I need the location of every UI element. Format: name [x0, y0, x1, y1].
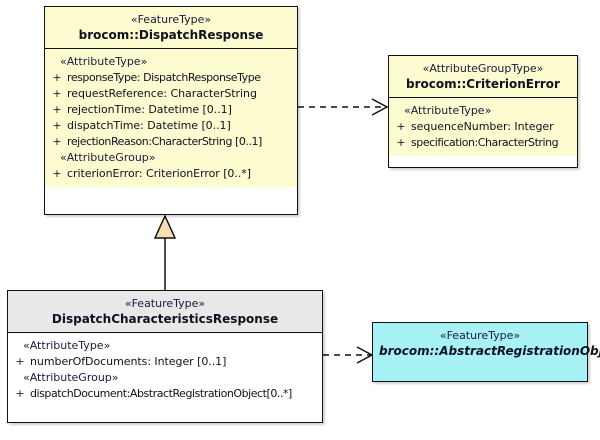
attribute-row[interactable]: + requestReference: CharacterString	[47, 86, 295, 102]
class-box-dispatch-response[interactable]: «FeatureType» brocom::DispatchResponse «…	[44, 6, 298, 215]
attribute-label: numberOfDocuments: Integer [0..1]	[30, 355, 227, 368]
compartment-group-label: «AttributeType»	[404, 104, 492, 117]
attribute-label: rejectionReason:CharacterString [0..1]	[67, 135, 262, 148]
attribute-visibility: +	[52, 103, 62, 116]
attribute-visibility: +	[396, 136, 406, 149]
class-stereotype: «FeatureType»	[439, 329, 521, 342]
class-box-dispatch-characteristics-response[interactable]: «FeatureType» DispatchCharacteristicsRes…	[7, 290, 323, 423]
open-arrowhead	[371, 98, 389, 116]
attribute-label: criterionError: CriterionError [0..*]	[67, 167, 251, 180]
attribute-visibility: +	[52, 135, 62, 148]
attribute-visibility: +	[15, 355, 25, 368]
class-name: brocom::AbstractRegistrationObject	[379, 344, 600, 358]
attribute-row[interactable]: + rejectionTime: Datetime [0..1]	[47, 102, 295, 118]
compartment-group-label: «AttributeType»	[23, 339, 111, 352]
attribute-row[interactable]: + sequenceNumber: Integer	[391, 119, 575, 135]
attribute-visibility: +	[52, 87, 62, 100]
class-box-abstract-registration-object[interactable]: «FeatureType» brocom::AbstractRegistrati…	[372, 322, 600, 382]
attribute-label: rejectionTime: Datetime [0..1]	[67, 103, 232, 116]
attribute-row[interactable]: + specification:CharacterString	[391, 135, 575, 151]
dependency-dispatchresponse-to-criterionerror[interactable]	[298, 98, 389, 116]
attribute-visibility: +	[52, 71, 62, 84]
class-header: «FeatureType» brocom::DispatchResponse	[45, 7, 297, 49]
class-stereotype: «AttributeGroupType»	[422, 62, 544, 75]
class-box-criterion-error[interactable]: «AttributeGroupType» brocom::CriterionEr…	[388, 55, 578, 168]
class-body: «AttributeType» + sequenceNumber: Intege…	[389, 98, 577, 156]
attribute-visibility: +	[15, 387, 25, 400]
attribute-row[interactable]: + dispatchTime: Datetime [0..1]	[47, 118, 295, 134]
attribute-label: sequenceNumber: Integer	[411, 120, 554, 133]
compartment-group-label: «AttributeGroup»	[23, 371, 119, 384]
class-stereotype: «FeatureType»	[124, 297, 206, 310]
attribute-label: dispatchTime: Datetime [0..1]	[67, 119, 231, 132]
compartment-group-label: «AttributeGroup»	[60, 151, 156, 164]
attribute-label: requestReference: CharacterString	[67, 87, 257, 100]
class-name: DispatchCharacteristicsResponse	[51, 312, 279, 326]
attribute-visibility: +	[396, 120, 406, 133]
attribute-row[interactable]: + numberOfDocuments: Integer [0..1]	[10, 354, 320, 370]
attribute-row[interactable]: + responseType: DispatchResponseType	[47, 70, 295, 86]
class-header: «AttributeGroupType» brocom::CriterionEr…	[389, 56, 577, 98]
open-arrowhead	[356, 346, 374, 364]
generalization-dispatchcharacteristicsresponse-to-dispatchresponse[interactable]	[153, 214, 177, 290]
attribute-visibility: +	[52, 119, 62, 132]
attribute-label: responseType: DispatchResponseType	[67, 71, 261, 84]
attribute-row[interactable]: + dispatchDocument:AbstractRegistrationO…	[10, 386, 320, 402]
compartment-group-label: «AttributeType»	[60, 55, 148, 68]
attribute-visibility: +	[52, 167, 62, 180]
class-header: «FeatureType» DispatchCharacteristicsRes…	[8, 291, 322, 333]
class-header: «FeatureType» brocom::AbstractRegistrati…	[373, 323, 600, 364]
class-stereotype: «FeatureType»	[130, 13, 212, 26]
attribute-label: dispatchDocument:AbstractRegistrationObj…	[30, 387, 292, 400]
class-name: brocom::CriterionError	[406, 77, 560, 91]
class-name: brocom::DispatchResponse	[78, 28, 264, 42]
attribute-label: specification:CharacterString	[411, 136, 559, 149]
hollow-triangle-arrowhead	[153, 214, 177, 239]
dependency-dispatchcharacteristicsresponse-to-abstractregistrationobject[interactable]	[323, 346, 374, 364]
attribute-row[interactable]: + criterionError: CriterionError [0..*]	[47, 166, 295, 182]
class-body: «AttributeType» + responseType: Dispatch…	[45, 49, 297, 187]
attribute-row[interactable]: + rejectionReason:CharacterString [0..1]	[47, 134, 295, 150]
class-body: «AttributeType» + numberOfDocuments: Int…	[8, 333, 322, 407]
